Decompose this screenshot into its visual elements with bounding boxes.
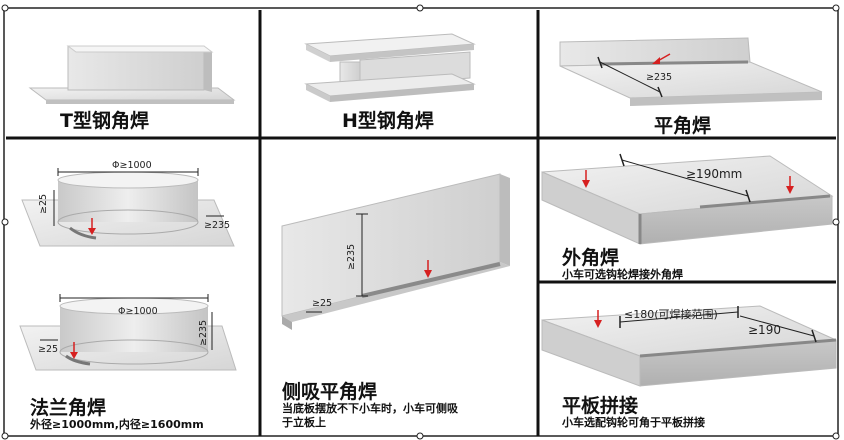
side-weld-seam — [361, 262, 501, 298]
panel-plate-splice: ≤180(可焊接范围) ≥190 平板拼接 小车选配钩轮可角于平板拼接 — [541, 305, 837, 429]
panel-flange: Φ≥1000 ≥25 ≥235 Φ≥1000 ≥235 ≥25 法兰角焊 外径≥… — [19, 160, 237, 431]
t-steel-title: T型钢角焊 — [60, 109, 149, 132]
weld-arrow — [652, 57, 660, 64]
weld-arrow — [70, 352, 78, 359]
side-suction-note-2: 于立板上 — [282, 415, 326, 429]
outer-weld-seam — [699, 194, 831, 209]
panel-outer-corner: ≥190mm 外角焊 小车可选钩轮焊接外角焊 — [541, 153, 834, 281]
flange-top-diameter: Φ≥1000 — [112, 160, 152, 171]
flange-bottom-height: ≥235 — [198, 320, 209, 346]
outer-corner-dim: ≥190mm — [686, 167, 742, 181]
flange-top-edge: ≥235 — [204, 220, 230, 231]
weld-arrow — [786, 186, 794, 194]
h-steel-title: H型钢角焊 — [342, 109, 434, 132]
flange-note: 外径≥1000mm,内径≥1600mm — [29, 417, 204, 431]
weld-arrow — [582, 180, 590, 188]
side-foot-dim: ≥25 — [312, 298, 332, 309]
weld-arrow — [594, 320, 602, 328]
flange-title: 法兰角焊 — [30, 396, 106, 419]
flat-weld-seam — [599, 60, 749, 66]
panel-h-steel: H型钢角焊 — [304, 33, 476, 132]
flange-top-height: ≥25 — [38, 194, 49, 214]
flange-bottom-edge: ≥25 — [38, 344, 58, 355]
outer-corner-note: 小车可选钩轮焊接外角焊 — [561, 267, 683, 281]
side-height-dim: ≥235 — [346, 244, 357, 270]
panel-flat-fillet: ≥235 平角焊 — [559, 37, 823, 137]
weld-arrow — [424, 270, 432, 278]
side-suction-note-1: 当底板摆放不下小车时，小车可侧吸 — [282, 401, 459, 415]
flange-bottom-diameter: Φ≥1000 — [118, 306, 158, 317]
panel-side-suction: ≥235 ≥25 侧吸平角焊 当底板摆放不下小车时，小车可侧吸 于立板上 — [281, 173, 510, 429]
side-suction-title: 侧吸平角焊 — [282, 380, 377, 403]
outer-corner-title: 外角焊 — [562, 246, 619, 269]
selection-handles — [1, 4, 840, 440]
weld-arrow — [88, 228, 96, 235]
flat-fillet-dim: ≥235 — [646, 72, 672, 83]
splice-range-dim: ≤180(可焊接范围) — [624, 307, 718, 321]
splice-width-dim: ≥190 — [748, 323, 781, 337]
splice-weld-seam — [639, 338, 837, 358]
plate-splice-note: 小车选配钩轮可角于平板拼接 — [561, 415, 705, 429]
plate-splice-title: 平板拼接 — [562, 394, 638, 417]
panel-t-steel: T型钢角焊 — [28, 45, 236, 132]
flat-fillet-title: 平角焊 — [654, 114, 711, 137]
